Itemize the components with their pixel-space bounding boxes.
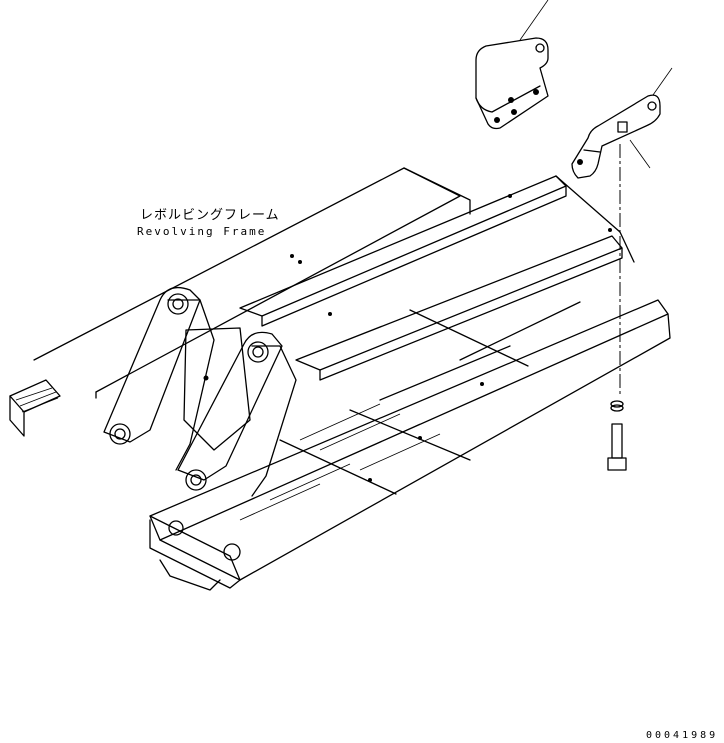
mounting-bolt-assembly bbox=[607, 144, 627, 471]
bracket-plate-upper bbox=[475, 37, 549, 130]
frame-name-japanese: レボルビングフレーム bbox=[140, 208, 280, 223]
leader-lines bbox=[519, 0, 673, 169]
drawing-number: 00041989 bbox=[646, 730, 719, 741]
frame-name-english: Revolving Frame bbox=[137, 225, 267, 238]
bracket-plate-lower bbox=[571, 94, 661, 179]
frame-body bbox=[9, 167, 671, 591]
